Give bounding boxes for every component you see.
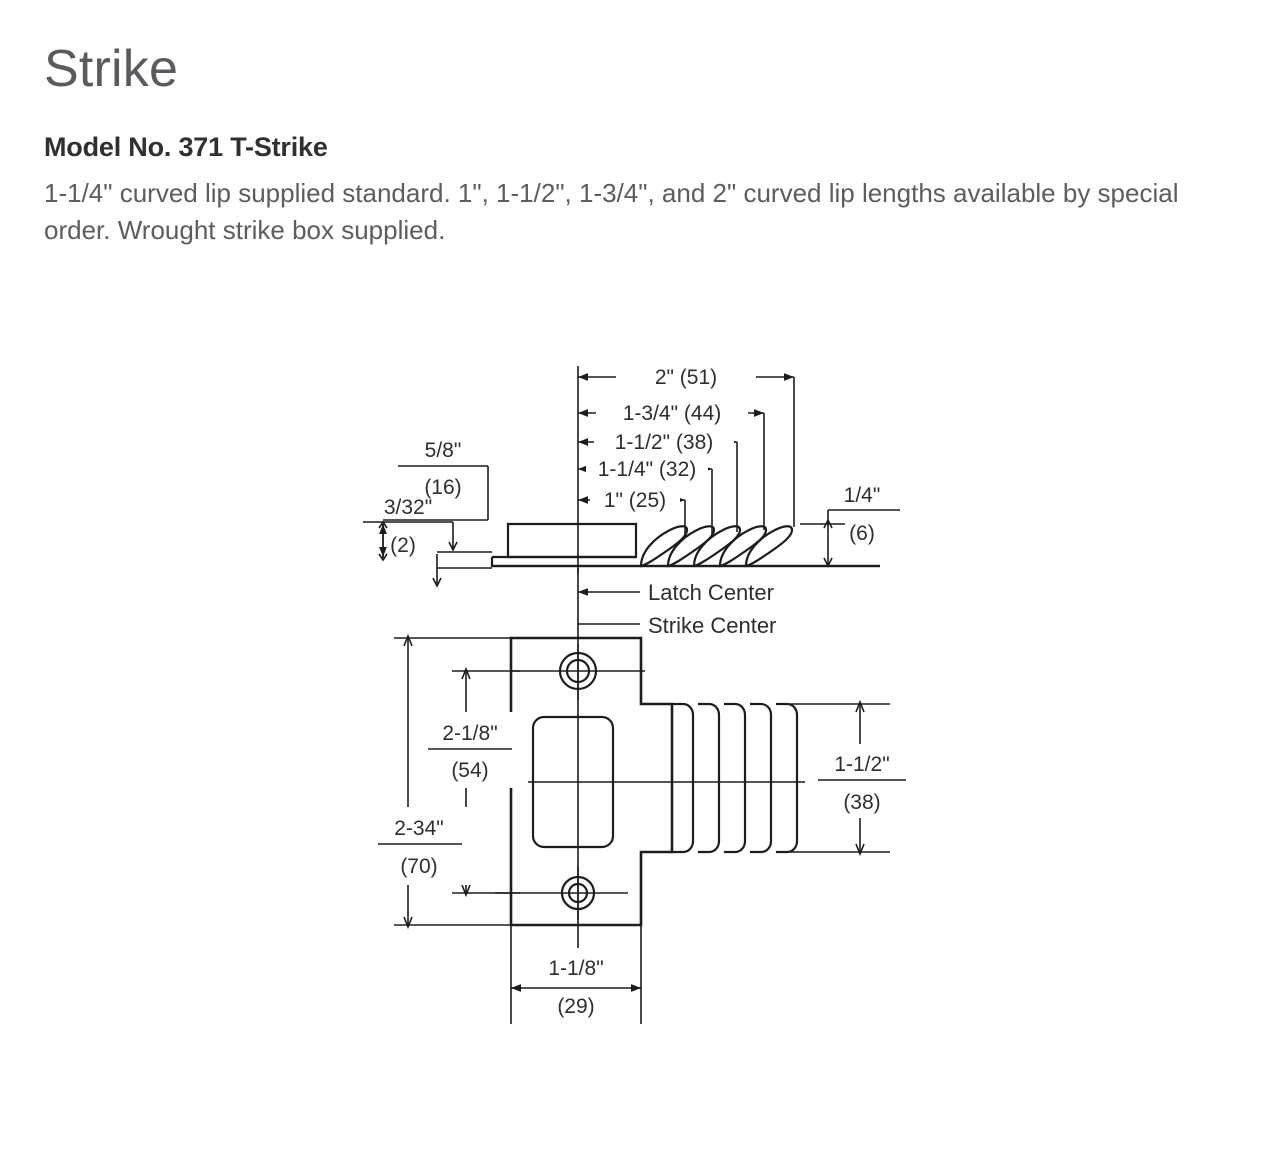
- dim-label-plate-width-mm: (29): [557, 995, 594, 1018]
- dim-lip-2in: 2" (51): [578, 362, 795, 527]
- dim-label-lip-rise-mm: (6): [849, 522, 875, 545]
- dim-label-box-height-inches: 5/8": [425, 439, 462, 462]
- plan-lip-1-1-4in: [698, 702, 721, 854]
- dim-label-lip-1-1-2in: 1-1/2" (38): [615, 431, 714, 454]
- dim-plate-height: 2-34" (70): [372, 633, 512, 930]
- plan-lip-2in: [776, 702, 799, 854]
- plan-lip-1-1-2in: [724, 702, 747, 854]
- dim-label-lip-rise-inches: 1/4": [844, 484, 881, 507]
- curved-lip-profiles: [639, 525, 794, 568]
- dim-label-plate-height-inches: 2-34": [394, 817, 444, 840]
- dim-label-lip-1in: 1" (25): [604, 489, 666, 512]
- technical-drawing: 2" (51) 1-3/4" (44) 1-1/2" (38): [0, 352, 1280, 1052]
- dim-label-box-height-mm: (16): [424, 476, 461, 499]
- lip-profile-1-1-4in: [666, 525, 716, 568]
- lip-profile-2in: [744, 525, 794, 568]
- dim-label-lip-2in: 2" (51): [655, 366, 717, 389]
- dim-lip-1in: 1" (25): [578, 485, 686, 538]
- plan-lip-1in: [672, 702, 695, 854]
- dim-plate-thickness: 3/32" (2): [363, 496, 492, 588]
- lip-profile-1-3-4in: [718, 525, 768, 568]
- dim-label-hole-spacing-inches: 2-1/8": [442, 722, 497, 745]
- strike-plate-section: [490, 555, 880, 568]
- dim-label-lip-width-inches: 1-1/2": [834, 753, 889, 776]
- dim-lip-1-1-2in: 1-1/2" (38): [578, 427, 738, 532]
- dim-lip-1-1-4in: 1-1/4" (32): [578, 454, 713, 535]
- lip-profile-1in: [639, 525, 689, 568]
- strike-dimension-diagram: 2" (51) 1-3/4" (44) 1-1/2" (38): [363, 362, 912, 1024]
- dim-label-lip-1-1-4in: 1-1/4" (32): [598, 458, 697, 481]
- side-section-view: 2" (51) 1-3/4" (44) 1-1/2" (38): [363, 362, 900, 638]
- plan-lip-1-3-4in: [750, 702, 773, 854]
- plan-lip-outlines: [672, 702, 799, 854]
- page-title: Strike: [44, 40, 179, 98]
- dim-label-lip-1-3-4in: 1-3/4" (44): [623, 402, 722, 425]
- model-heading: Model No. 371 T-Strike: [44, 132, 328, 163]
- dim-label-plate-thickness-mm: (2): [390, 534, 416, 557]
- text-content-block: Strike Model No. 371 T-Strike 1-1/4" cur…: [44, 40, 1224, 249]
- screw-hole-upper: [511, 644, 645, 700]
- dim-lip-1-3-4in: 1-3/4" (44): [578, 398, 765, 530]
- plan-front-view: 2-1/8" (54) 2-34" (70): [372, 568, 912, 1024]
- dim-plate-width: 1-1/8" (29): [510, 852, 642, 1024]
- lip-profile-1-1-2in: [692, 525, 742, 568]
- center-callout: Latch Center Strike Center: [578, 580, 776, 638]
- label-latch-center: Latch Center: [648, 580, 774, 605]
- dim-label-plate-thickness-inches: 3/32": [384, 496, 432, 519]
- label-strike-center: Strike Center: [648, 613, 776, 638]
- dim-box-height: 5/8" (16): [378, 439, 489, 562]
- dim-label-plate-width-inches: 1-1/8": [548, 957, 603, 980]
- dim-label-hole-spacing-mm: (54): [451, 759, 488, 782]
- dim-label-plate-height-mm: (70): [400, 855, 437, 878]
- dim-lip-rise: 1/4" (6): [800, 484, 900, 568]
- strike-box-profile: [506, 522, 638, 559]
- dim-label-lip-width-mm: (38): [843, 791, 880, 814]
- dim-lip-width: 1-1/2" (38): [790, 699, 912, 857]
- model-description: 1-1/4" curved lip supplied standard. 1",…: [44, 178, 1179, 246]
- dim-hole-spacing: 2-1/8" (54): [424, 666, 528, 898]
